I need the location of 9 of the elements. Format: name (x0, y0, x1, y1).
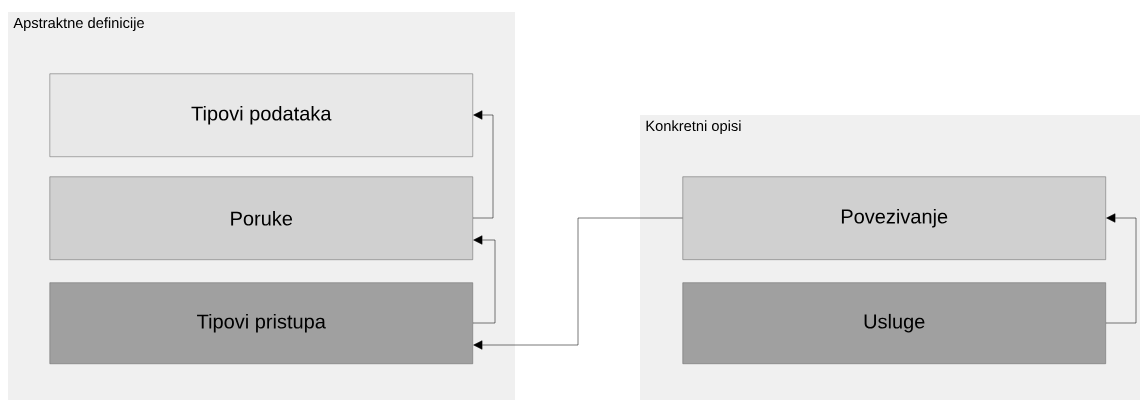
process-box: Usluge (682, 282, 1106, 364)
arrow (1105, 213, 1137, 324)
arrow (472, 235, 496, 324)
process-box: Tipovi pristupa (49, 282, 473, 365)
process-box: Poruke (49, 176, 473, 260)
process-box: Povezivanje (682, 176, 1106, 260)
arrow (473, 217, 683, 350)
process-box: Tipovi podataka (49, 73, 473, 157)
arrow (472, 110, 494, 219)
